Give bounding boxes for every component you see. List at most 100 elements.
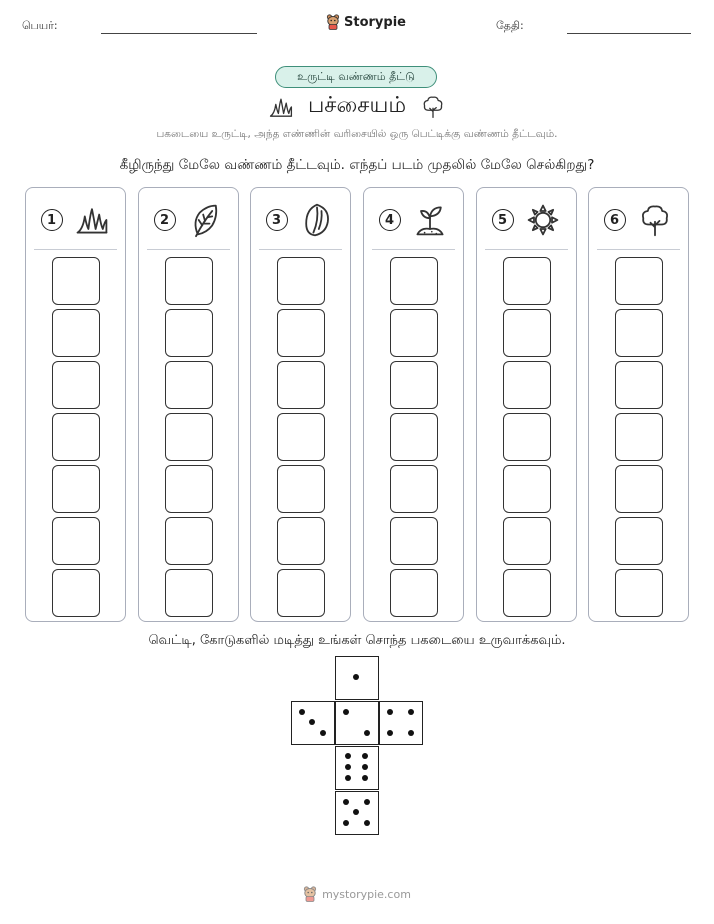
box-stack [615, 257, 663, 621]
column-header: 4 [364, 202, 463, 238]
color-box[interactable] [277, 569, 325, 617]
color-box[interactable] [615, 517, 663, 565]
date-line[interactable] [567, 33, 691, 34]
brand-name: Storypie [344, 14, 406, 30]
dice-face-3 [291, 701, 335, 745]
column-number: 3 [265, 209, 288, 231]
color-box[interactable] [165, 257, 213, 305]
grass-icon [76, 208, 107, 234]
color-box[interactable] [390, 309, 438, 357]
column-divider [597, 249, 680, 250]
dice-face-6 [335, 746, 379, 790]
question-text: கீழிருந்து மேலே வண்ணம் தீட்டவும். எந்தப்… [119, 157, 595, 173]
color-box[interactable] [52, 413, 100, 461]
color-box[interactable] [52, 257, 100, 305]
color-box[interactable] [390, 361, 438, 409]
instruction-text: பகடையை உருட்டி, அந்த எண்ணின் வரிசையில் ஒ… [156, 128, 558, 140]
color-box[interactable] [165, 413, 213, 461]
storypie-mascot-icon [326, 14, 340, 30]
title-row: பச்சையம் [0, 91, 714, 123]
column-divider [485, 249, 568, 250]
pip [408, 709, 414, 715]
color-box[interactable] [503, 361, 551, 409]
column-2: 2 [138, 187, 239, 622]
color-box[interactable] [277, 309, 325, 357]
color-box[interactable] [503, 465, 551, 513]
column-divider [34, 249, 117, 250]
column-divider [259, 249, 342, 250]
column-header: 3 [251, 202, 350, 238]
tree-icon [641, 205, 668, 237]
dice-face-2 [335, 701, 379, 745]
color-box[interactable] [52, 569, 100, 617]
pip [345, 775, 351, 781]
color-box[interactable] [615, 257, 663, 305]
column-divider [147, 249, 230, 250]
color-box[interactable] [503, 517, 551, 565]
color-box[interactable] [52, 465, 100, 513]
color-box[interactable] [277, 257, 325, 305]
tree-icon [423, 96, 443, 119]
color-box[interactable] [52, 517, 100, 565]
column-number: 4 [378, 209, 401, 231]
pip [299, 709, 305, 715]
color-box[interactable] [52, 361, 100, 409]
pip [364, 799, 370, 805]
color-box[interactable] [277, 465, 325, 513]
activity-badge: உருட்டி வண்ணம் தீட்டு [275, 66, 437, 88]
color-box[interactable] [165, 465, 213, 513]
column-3: 3 [250, 187, 351, 622]
box-stack [277, 257, 325, 621]
color-box[interactable] [165, 361, 213, 409]
color-box[interactable] [390, 257, 438, 305]
color-box[interactable] [165, 517, 213, 565]
color-box[interactable] [165, 569, 213, 617]
column-header: 1 [26, 202, 125, 238]
column-number: 6 [603, 209, 626, 231]
leaf-icon [194, 204, 217, 238]
page-title: பச்சையம் [307, 93, 407, 118]
color-box[interactable] [615, 309, 663, 357]
color-box[interactable] [615, 465, 663, 513]
column-header: 5 [477, 202, 576, 238]
color-box[interactable] [277, 361, 325, 409]
pip [362, 753, 368, 759]
dice-face-5 [335, 791, 379, 835]
color-box[interactable] [390, 569, 438, 617]
column-header: 6 [589, 202, 688, 238]
color-box[interactable] [165, 309, 213, 357]
color-box[interactable] [390, 465, 438, 513]
column-number: 5 [491, 209, 514, 231]
pip [364, 820, 370, 826]
column-1: 1 [25, 187, 126, 622]
color-box[interactable] [503, 309, 551, 357]
pip [387, 730, 393, 736]
pip [345, 753, 351, 759]
pip [343, 709, 349, 715]
name-label: பெயர்: [22, 19, 58, 32]
color-box[interactable] [503, 257, 551, 305]
storypie-mascot-icon [303, 886, 317, 902]
color-box[interactable] [615, 569, 663, 617]
sprout-icon [416, 206, 443, 236]
color-box[interactable] [615, 413, 663, 461]
pip [364, 730, 370, 736]
color-box[interactable] [277, 413, 325, 461]
column-6: 6 [588, 187, 689, 622]
color-box[interactable] [390, 517, 438, 565]
pip [408, 730, 414, 736]
color-box[interactable] [503, 413, 551, 461]
pip [353, 674, 359, 680]
color-box[interactable] [615, 361, 663, 409]
color-box[interactable] [52, 309, 100, 357]
name-line[interactable] [101, 33, 257, 34]
footer-url[interactable]: mystorypie.com [322, 887, 411, 901]
pip [343, 820, 349, 826]
color-box[interactable] [503, 569, 551, 617]
color-box[interactable] [277, 517, 325, 565]
pip [362, 764, 368, 770]
color-box[interactable] [390, 413, 438, 461]
dice-net [290, 656, 424, 836]
box-stack [52, 257, 100, 621]
dice-face-4 [379, 701, 423, 745]
